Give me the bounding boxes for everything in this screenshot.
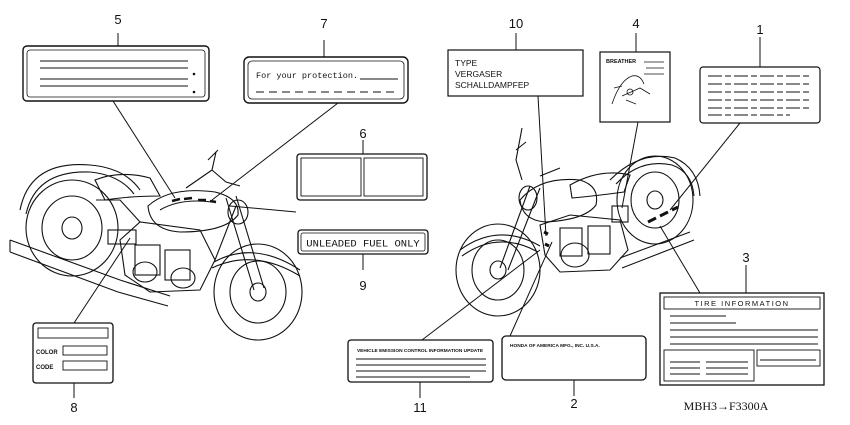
label-9-plate: UNLEADED FUEL ONLY: [297, 229, 429, 255]
color-text: COLOR: [36, 350, 58, 356]
callout-8: 8: [70, 400, 77, 415]
callout-5: 5: [114, 12, 121, 27]
callout-3: 3: [742, 250, 749, 265]
label-7-plate: For your protection.: [243, 56, 409, 104]
label-2-plate: HONDA OF AMERICA MFG., INC. U.S.A.: [501, 335, 647, 381]
breather-text: BREATHER: [606, 59, 636, 65]
type-line-1: TYPE: [455, 58, 478, 68]
callout-1: 1: [756, 22, 763, 37]
reference-code: MBH3→F3300A: [684, 399, 769, 413]
protection-text: For your protection.: [256, 71, 358, 81]
type-line-2: VERGASER: [455, 69, 502, 79]
right-motorcycle-illustration: [455, 127, 701, 317]
callout-2: 2: [570, 396, 577, 411]
label-10-plate: TYPE VERGASER SCHALLDAMPFEP: [447, 49, 584, 97]
label-4-plate: BREATHER: [599, 51, 671, 123]
callout-11: 11: [413, 400, 427, 415]
emission-text: VEHICLE EMISSION CONTROL INFORMATION UPD…: [357, 348, 484, 354]
code-text: CODE: [36, 365, 53, 371]
label-8-plate: COLOR CODE: [32, 322, 114, 384]
callout-9: 9: [359, 278, 366, 293]
left-motorcycle-illustration: [9, 149, 303, 341]
label-11-plate: VEHICLE EMISSION CONTROL INFORMATION UPD…: [347, 339, 494, 383]
tire-information-text: TIRE INFORMATION: [694, 299, 789, 308]
label-5-plate: [22, 45, 210, 102]
callout-7: 7: [320, 16, 327, 31]
type-line-3: SCHALLDAMPFEP: [455, 80, 529, 90]
callout-6: 6: [359, 126, 366, 141]
leader-lines: [73, 33, 761, 398]
callout-10: 10: [509, 16, 523, 31]
unleaded-fuel-text: UNLEADED FUEL ONLY: [306, 239, 420, 251]
callout-4: 4: [632, 16, 639, 31]
label-3-plate: TIRE INFORMATION: [659, 292, 825, 386]
honda-text: HONDA OF AMERICA MFG., INC. U.S.A.: [510, 343, 600, 349]
label-6-plate: [296, 153, 428, 201]
label-1-plate: [699, 66, 821, 124]
